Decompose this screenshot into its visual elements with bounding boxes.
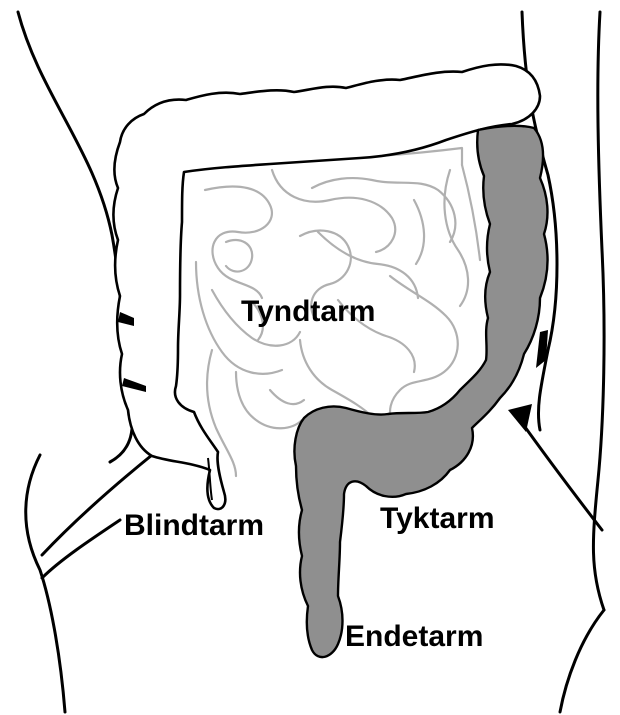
label-large-intestine: Tyktarm bbox=[380, 504, 495, 534]
torso-right-crease bbox=[520, 420, 602, 530]
label-small-intestine: Tyndtarm bbox=[241, 297, 375, 327]
label-rectum: Endetarm bbox=[345, 622, 483, 652]
torso-left-upper bbox=[18, 12, 133, 462]
torso-right-lower bbox=[560, 610, 604, 712]
torso-left-crease-2 bbox=[42, 520, 120, 578]
label-cecum: Blindtarm bbox=[124, 511, 264, 541]
torso-left-lower bbox=[26, 455, 65, 712]
